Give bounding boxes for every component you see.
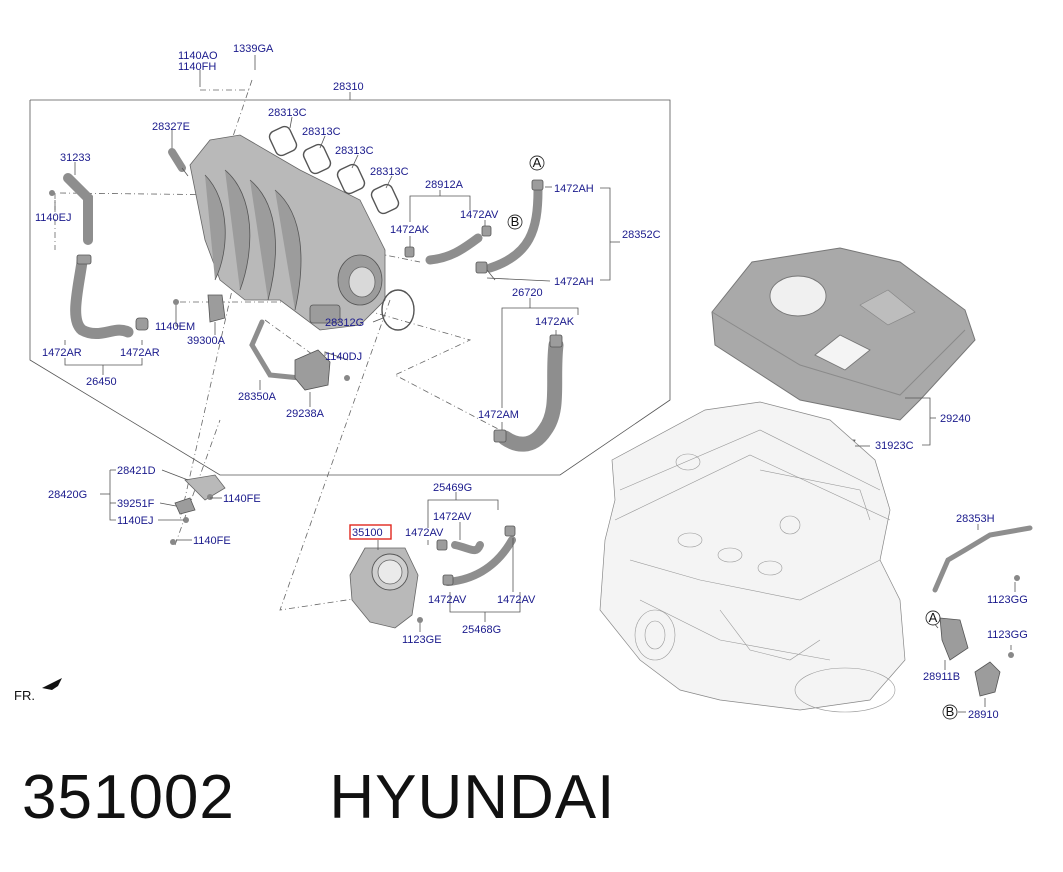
hose-26450	[70, 254, 149, 340]
callout: 31233	[60, 152, 91, 164]
callout: 1140EJ	[35, 212, 72, 224]
callout: 1472AM	[478, 409, 519, 421]
callout: 1123GG	[987, 594, 1028, 606]
sensor-39300a	[173, 294, 226, 323]
callout: 28327E	[152, 121, 190, 133]
bracket-28421d	[170, 474, 226, 545]
engine-block	[599, 401, 906, 713]
callout: 1472AR	[120, 347, 160, 359]
brand-name: HYUNDAI	[329, 763, 616, 832]
callout: 1140FH	[178, 61, 216, 73]
hose-28352c	[475, 179, 544, 274]
marker-b-bottom: B	[946, 704, 955, 719]
callout: 1140DJ	[325, 351, 362, 363]
gasket-28312g	[381, 289, 415, 331]
coolant-hoses	[417, 525, 516, 623]
callout: 28911B	[923, 671, 960, 683]
parts-diagram: A B A B FR. 1140AO 1140FH 1339GA 28310 2…	[14, 43, 1033, 721]
valve-28910	[939, 617, 1014, 697]
intake-manifold	[189, 134, 386, 331]
callout: 1472AV	[428, 594, 467, 606]
callout: 1123GE	[402, 634, 442, 646]
callout: 25468G	[462, 624, 501, 636]
pipe-28353h	[932, 525, 1033, 593]
callout: 1472AV	[433, 511, 472, 523]
callout: 1472AH	[554, 276, 594, 288]
callout: 26450	[86, 376, 117, 388]
callout: 25469G	[433, 482, 472, 494]
callout: 28313C	[268, 107, 307, 119]
callout: 1472AV	[405, 527, 444, 539]
callout: 1472AH	[554, 183, 594, 195]
callout: 29238A	[286, 408, 325, 420]
callout: 35100	[352, 527, 383, 539]
callout: 1472AV	[460, 209, 499, 221]
marker-group: A B A B	[507, 155, 958, 720]
front-arrow-icon	[42, 678, 62, 690]
callout: 28312G	[325, 317, 364, 329]
callout: 28353H	[956, 513, 995, 525]
callout: 28313C	[335, 145, 374, 157]
gasket-28313c-group	[268, 125, 400, 215]
callout: 1123GG	[987, 629, 1028, 641]
callout: 31923C	[875, 440, 914, 452]
assembly-frame	[29, 92, 671, 476]
fr-label: FR.	[14, 688, 35, 703]
callout: 1140FE	[193, 535, 231, 547]
callout: 28420G	[48, 489, 87, 501]
callout: 28912A	[425, 179, 464, 191]
front-indicator: FR.	[14, 678, 62, 703]
callout: 28313C	[370, 166, 409, 178]
callout: 28310	[333, 81, 364, 93]
callout: 39300A	[187, 335, 226, 347]
part-number: 351002	[22, 763, 235, 832]
callout: 28313C	[302, 126, 341, 138]
leader-lines	[54, 55, 1016, 713]
callout: 28350A	[238, 391, 277, 403]
throttle-body-35100	[349, 524, 419, 629]
sensor-28327e	[168, 148, 189, 177]
callout: 1140EM	[155, 321, 195, 333]
callout: 28910	[968, 709, 999, 721]
hose-26720	[493, 334, 564, 452]
callout-labels: 1140AO 1140FH 1339GA 28310 28313C 28313C…	[35, 43, 1028, 721]
callout: 1140AO	[178, 50, 218, 62]
callout: 1339GA	[233, 43, 274, 55]
marker-a-bottom: A	[929, 610, 938, 625]
callout: 26720	[512, 287, 543, 299]
pcv-assembly	[249, 319, 350, 391]
hose-28912a	[404, 225, 492, 265]
callout: 1140FE	[223, 493, 261, 505]
highlight-box-35100	[349, 524, 392, 540]
callout: 1472AK	[390, 224, 430, 236]
callout: 39251F	[117, 498, 155, 510]
marker-a-top: A	[533, 155, 542, 170]
callout: 1472AR	[42, 347, 82, 359]
footer: 351002 HYUNDAI	[22, 762, 615, 833]
callout: 28352C	[622, 229, 661, 241]
callout: 29240	[940, 413, 971, 425]
pipe-31233	[49, 173, 93, 245]
callout: 1140EJ	[117, 515, 154, 527]
callout: 28421D	[117, 465, 156, 477]
marker-b-top: B	[511, 214, 520, 229]
callout: 1472AV	[497, 594, 536, 606]
callout: 1472AK	[535, 316, 575, 328]
